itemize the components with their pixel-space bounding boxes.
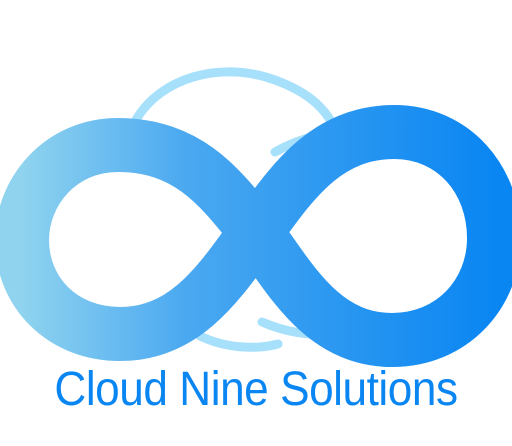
infinity-symbol	[0, 105, 512, 367]
company-name: Cloud Nine Solutions	[54, 363, 458, 416]
